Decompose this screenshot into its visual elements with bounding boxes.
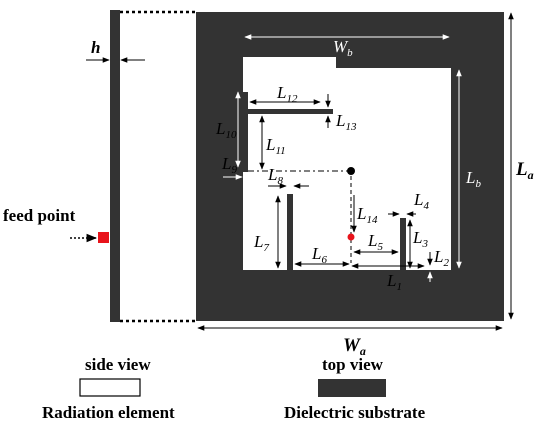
Wb-label: Wb bbox=[333, 37, 353, 59]
L8-label: L8 bbox=[267, 165, 283, 187]
L14-label: L14 bbox=[356, 204, 378, 226]
L6-label: L6 bbox=[311, 244, 327, 266]
dielectric-substrate-swatch bbox=[318, 379, 386, 397]
radiation-element-swatch bbox=[79, 378, 141, 397]
reference-dot-black bbox=[347, 167, 355, 175]
L3-label: L3 bbox=[412, 228, 428, 250]
L5-label: L5 bbox=[367, 231, 383, 253]
side-view-caption: side view bbox=[85, 355, 151, 374]
La-label: La bbox=[515, 159, 534, 182]
stub-L3 bbox=[400, 218, 406, 270]
left-feed-strip bbox=[243, 92, 248, 172]
L7-label: L7 bbox=[253, 232, 269, 254]
stub-L7 bbox=[287, 194, 293, 270]
L12-label: L12 bbox=[276, 83, 298, 105]
L2-label: L2 bbox=[433, 247, 449, 269]
feed-point-square bbox=[98, 232, 109, 243]
L4-label: L4 bbox=[413, 190, 429, 212]
L11-label: L11 bbox=[265, 135, 286, 157]
side-substrate-strip bbox=[110, 10, 120, 322]
feed-point-label: feed point bbox=[3, 206, 76, 225]
Wa-label: Wa bbox=[343, 335, 366, 358]
La-dimension: La bbox=[508, 12, 534, 320]
top-view-drawing: Wb Lb L10 L9 L12 L13 L11 L8 L7 L6 bbox=[196, 12, 504, 321]
Lb-label: Lb bbox=[465, 168, 481, 190]
side-view-drawing: h bbox=[86, 10, 196, 323]
radiation-element-caption: Radiation element bbox=[42, 403, 175, 422]
Wa-dimension: Wa bbox=[197, 325, 503, 358]
L9-label: L9 bbox=[221, 154, 237, 176]
top-stub-L12 bbox=[248, 109, 333, 114]
dielectric-substrate-caption: Dielectric substrate bbox=[284, 403, 426, 422]
dielectric-substrate-block bbox=[196, 12, 504, 321]
L1-label: L1 bbox=[386, 271, 402, 293]
legend: side view Radiation element top view Die… bbox=[42, 355, 426, 422]
h-label: h bbox=[91, 38, 100, 57]
top-view-caption: top view bbox=[322, 355, 384, 374]
feed-dot-red bbox=[347, 233, 355, 241]
L10-label: L10 bbox=[215, 119, 237, 141]
L13-label: L13 bbox=[335, 111, 357, 133]
feed-point-group: feed point bbox=[3, 206, 109, 243]
